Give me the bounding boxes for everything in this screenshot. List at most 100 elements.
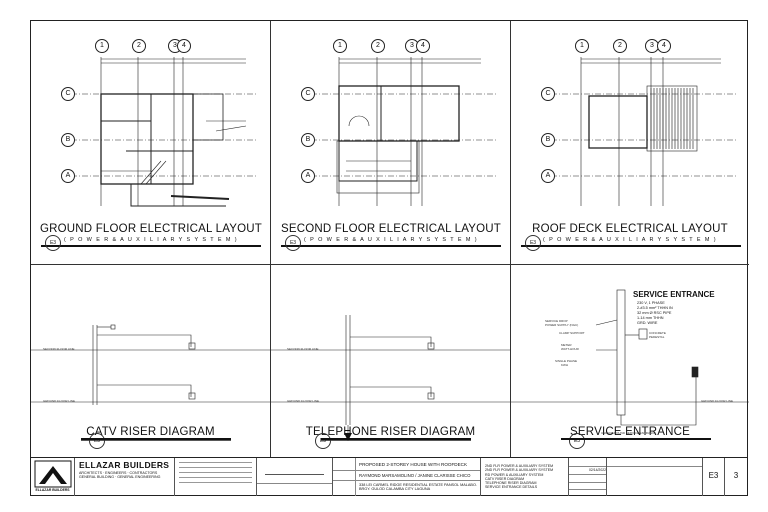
telephone-title: TELEPHONE RISER DIAGRAM [305, 426, 476, 438]
panel-telephone: SECOND FLOOR LINE GROUND FLOOR LINE TELE… [271, 265, 511, 457]
sheet-total: 3 [733, 471, 739, 480]
label-watt-hour: WATT-HOUR [561, 347, 579, 351]
grid-bubble-row: A [301, 169, 315, 183]
panel-badge: E3 [45, 235, 61, 251]
service-general-building: GENERAL BUILDING [79, 475, 115, 480]
service-heading: SERVICE ENTRANCE [633, 290, 715, 299]
ground-floor-plan [71, 57, 256, 207]
panel-badge: E3 [285, 235, 301, 251]
grid-bubble-row: C [61, 87, 75, 101]
title-underline [321, 438, 471, 440]
grid-bubble-row: C [541, 87, 555, 101]
panel-badge: E3 [89, 433, 105, 449]
grid-bubble-row: B [541, 133, 555, 147]
label-pedestal: PEDESTAL [649, 335, 665, 339]
company-services: ARCHITECTS · ENGINEERS · CONTRACTORS GEN… [79, 471, 161, 480]
label-kwh: KWH [561, 363, 568, 367]
service-spec-line: GRD. WIRE [637, 321, 658, 325]
service-spec-line: 230 V, 1 PHASE [637, 301, 665, 305]
project-location: 338 LEI CARMEL RIDGE RESIDENTIAL ESTATE … [359, 483, 477, 492]
label-power-supply: POWER SUPPLY (NGC) [545, 323, 579, 327]
grid-bubble-column: 4 [416, 39, 430, 53]
contents-item: CATV RISER DIAGRAM [485, 476, 525, 481]
grid-bubble-column: 2 [613, 39, 627, 53]
title-underline [561, 438, 711, 440]
service-spec-line: 2-#3.5 mm² THHN IN [637, 306, 673, 310]
roof-deck-subtitle: ( P O W E R & A U X I L I A R Y S Y S T … [543, 237, 717, 243]
service-engineers: ENGINEERS [105, 471, 127, 475]
service-architects: ARCHITECTS [79, 471, 102, 475]
second-floor-line-label: SECOND FLOOR LINE [43, 347, 75, 351]
ground-floor-line-label: GROUND FLOOR LINE [43, 399, 76, 403]
project-owner: RAYMOND MARSAMOLINO / JANINE CLARISSE CH… [359, 473, 471, 478]
sheet-no-cell: E3 [703, 458, 725, 496]
logo-cell: ELLAZAR BUILDERS [31, 458, 75, 496]
project-cell: PROPOSED 2-STOREY HOUSE WITH ROOFDECK RA… [333, 458, 481, 496]
panel-badge: E3 [569, 433, 585, 449]
grid-bubble-row: B [61, 133, 75, 147]
service-entrance-diagram [511, 289, 749, 426]
notes-cell [175, 458, 257, 496]
panel-badge: E3 [525, 235, 541, 251]
date-cell: 02/14/2022 [569, 458, 607, 496]
label-service-drop: SERVICE DROP [545, 319, 568, 323]
label-clamp: CLAMP SUPPORT [559, 331, 585, 335]
service-general-engineering: GENERAL ENGINEERING [117, 475, 161, 480]
grid-bubble-row: A [541, 169, 555, 183]
sheet-contents: 2ND FLR POWER & AUXILIARY SYSTEM 2ND FLR… [485, 464, 566, 490]
catv-riser-diagram [31, 324, 270, 441]
panel-catv: SECOND FLOOR LINE GROUND FLOOR LINE CATV… [31, 265, 271, 457]
panel-ground-floor [31, 21, 271, 265]
roof-deck-title: ROOF DECK ELECTRICAL LAYOUT [532, 223, 728, 235]
title-block: ELLAZAR BUILDERS ELLAZAR BUILDERS ARCHIT… [31, 457, 747, 496]
service-spec: 230 V, 1 PHASE 2-#3.5 mm² THHN IN 32 mm … [637, 301, 673, 326]
contents-item: 2ND FLR POWER & AUXILIARY SYSTEM [485, 464, 554, 468]
second-floor-title: SECOND FLOOR ELECTRICAL LAYOUT [280, 223, 502, 235]
grid-bubble-row: C [301, 87, 315, 101]
contents-item: RD POWER & AUXILIARY SYSTEM [485, 472, 544, 477]
grid-bubble-column: 4 [177, 39, 191, 53]
ground-floor-line-label: GROUND FLOOR LINE [287, 399, 320, 403]
service-entrance-title: SERVICE ENTRANCE [570, 426, 690, 438]
title-underline [41, 245, 261, 247]
telephone-riser-diagram [271, 315, 510, 441]
sheet-total-cell: 3 [725, 458, 747, 496]
grid-bubble-column: 2 [371, 39, 385, 53]
contents-item: 2ND FLR POWER & AUXILIARY SYSTEM [485, 468, 554, 473]
second-floor-subtitle: ( P O W E R & A U X I L I A R Y S Y S T … [304, 237, 478, 243]
grid-bubble-row: B [301, 133, 315, 147]
company-name: ELLAZAR BUILDERS [79, 460, 170, 470]
panel-service-entrance: SERVICE ENTRANCE E3 SERVICE ENTRANCE 230… [511, 265, 749, 457]
drawing-date: 02/14/2022 [589, 468, 606, 472]
panel-badge: E3 [315, 433, 331, 449]
service-spec-line: 1-14 mm THHN [637, 316, 664, 320]
label-meter: METER [561, 343, 572, 347]
second-floor-line-label: SECOND FLOOR LINE [287, 347, 319, 351]
company-cell: ELLAZAR BUILDERS ARCHITECTS · ENGINEERS … [75, 458, 175, 496]
panel-roof-deck [511, 21, 749, 265]
label-underground: UNDERGROUND SERVICE ENTRANCE [601, 431, 657, 435]
title-underline [521, 245, 741, 247]
grid-bubble-column: 1 [95, 39, 109, 53]
grid-bubble-column: 1 [333, 39, 347, 53]
catv-title: CATV RISER DIAGRAM [86, 426, 215, 438]
sheet-number: E3 [708, 471, 719, 480]
title-underline [281, 245, 501, 247]
panel-second-floor [271, 21, 511, 265]
grid-bubble-column: 1 [575, 39, 589, 53]
contents-cell: 2ND FLR POWER & AUXILIARY SYSTEM 2ND FLR… [481, 458, 569, 496]
project-title: PROPOSED 2-STOREY HOUSE WITH ROOFDECK [359, 462, 468, 467]
ground-floor-title: GROUND FLOOR ELECTRICAL LAYOUT [40, 223, 262, 235]
grid-bubble-row: A [61, 169, 75, 183]
signature-cell [257, 458, 333, 496]
title-underline [81, 438, 231, 440]
service-spec-line: 32 mm Ø RSC PIPE [637, 311, 672, 315]
drawing-sheet: SECOND FLOOR LINE GROUND FLOOR LINE CATV… [30, 20, 749, 496]
roof-deck-plan [551, 57, 736, 206]
label-concrete: CONCRETE [649, 331, 666, 335]
logo-text: ELLAZAR BUILDERS [35, 488, 70, 492]
label-ground-floor-line: GROUND FLOOR LINE [701, 399, 734, 403]
grid-bubble-column: 4 [657, 39, 671, 53]
ground-floor-subtitle: ( P O W E R & A U X I L I A R Y S Y S T … [64, 237, 238, 243]
service-contractors: CONTRACTORS [129, 471, 158, 475]
